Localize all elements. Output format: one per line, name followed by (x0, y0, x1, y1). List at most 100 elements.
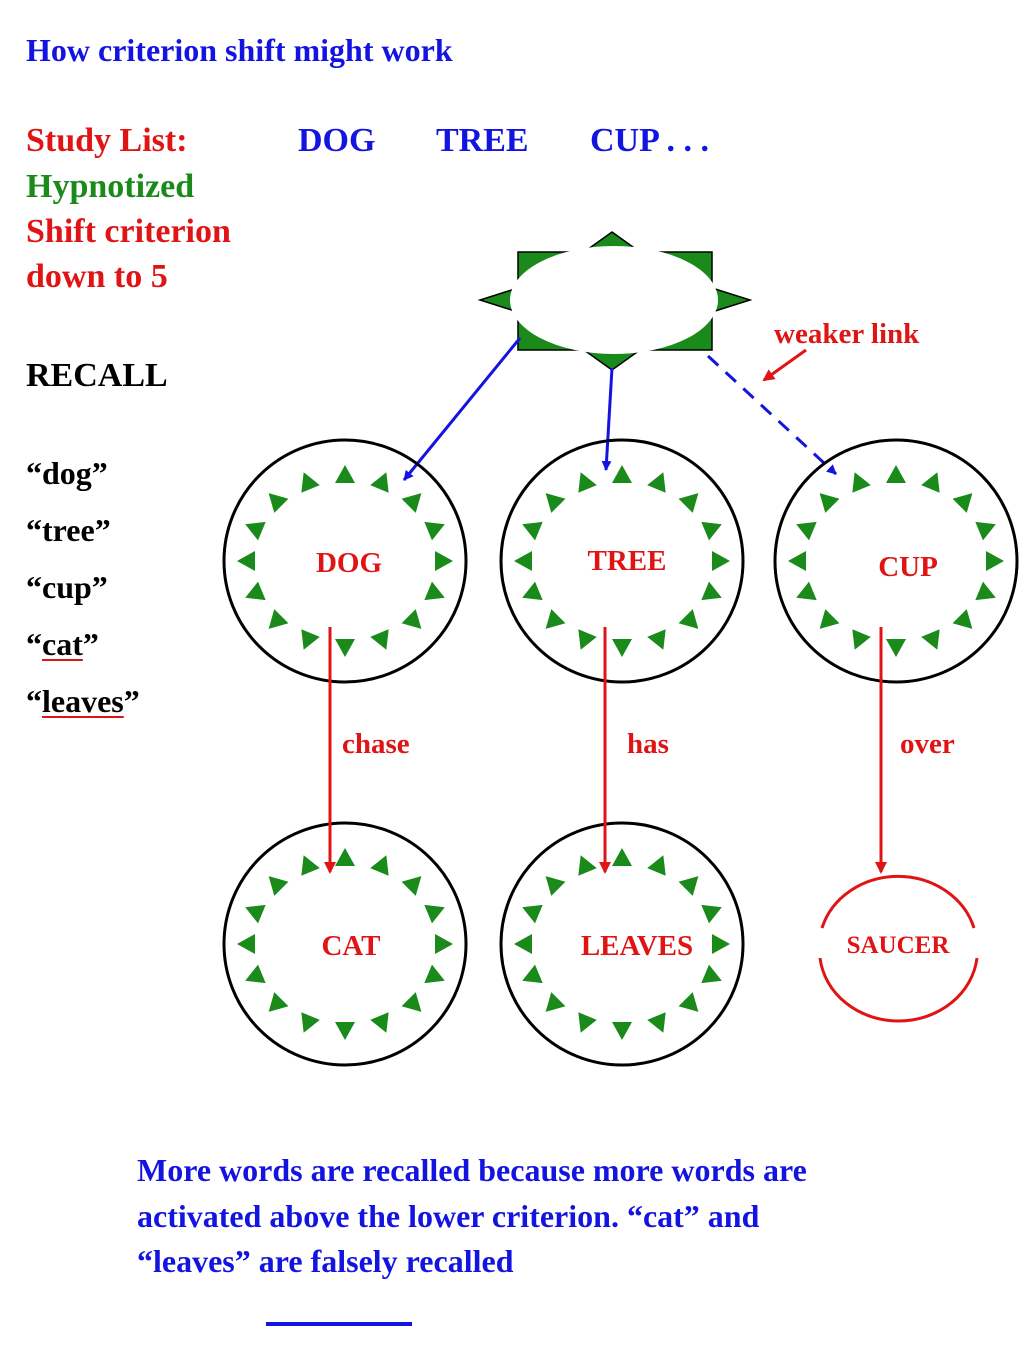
activation-triangle (424, 904, 445, 924)
activation-triangle (424, 521, 445, 541)
node-tree-circle (499, 438, 745, 684)
study-word-cup: CUP . . . (590, 122, 709, 159)
shift-criterion-line1: Shift criterion (26, 213, 231, 250)
recall-item-dog: “dog” (26, 455, 108, 491)
activation-triangle (522, 904, 543, 924)
activation-ring-dog (237, 465, 453, 657)
activation-triangle (975, 581, 996, 601)
activation-triangle (819, 493, 840, 513)
activation-triangle (578, 472, 597, 493)
activation-triangle (268, 876, 289, 896)
node-saucer-circle-arc-1 (820, 874, 976, 929)
activation-triangle (370, 629, 389, 650)
activation-triangle (335, 465, 355, 483)
activation-triangle (952, 493, 973, 513)
arrow-context-to-cup-dashed (706, 354, 838, 476)
activation-triangle (545, 609, 566, 629)
node-cup-label: CUP (878, 551, 938, 583)
activation-triangle (852, 472, 871, 493)
activation-triangle (245, 904, 266, 924)
activation-triangle (401, 992, 422, 1012)
activation-triangle (335, 639, 355, 657)
link-label-chase: chase (342, 728, 410, 760)
activation-triangle (647, 1012, 666, 1033)
activation-triangle (612, 639, 632, 657)
node-dog-label: DOG (316, 547, 382, 579)
activation-triangle (921, 472, 940, 493)
activation-triangle (701, 581, 722, 601)
activation-triangle (237, 551, 255, 571)
activation-triangle (819, 609, 840, 629)
node-leaves-circle (499, 821, 745, 1067)
activation-triangle (975, 521, 996, 541)
activation-triangle (401, 493, 422, 513)
activation-triangle (245, 521, 266, 541)
link-label-over: over (900, 728, 955, 760)
activation-triangle (796, 581, 817, 601)
activation-triangle (578, 629, 597, 650)
activation-triangle (986, 551, 1004, 571)
activation-triangle (370, 855, 389, 876)
activation-triangle (701, 904, 722, 924)
activation-triangle (647, 629, 666, 650)
activation-ring-tree (514, 465, 730, 657)
activation-triangle (237, 934, 255, 954)
activation-ring-cup (788, 465, 1004, 657)
activation-triangle (545, 493, 566, 513)
study-list-label: Study List: (26, 122, 188, 159)
node-dog-circle (222, 438, 468, 684)
activation-ring-cat (237, 848, 453, 1040)
context-node (477, 231, 753, 371)
node-cat-circle (222, 821, 468, 1067)
condition-label: Hypnotized (26, 168, 195, 205)
activation-triangle (578, 855, 597, 876)
conclusion-line-3: “leaves” are falsely recalled (137, 1243, 514, 1279)
activation-triangle (678, 493, 699, 513)
arrow-context-to-tree (601, 367, 614, 471)
page-title: How criterion shift might work (26, 32, 453, 68)
activation-triangle (401, 609, 422, 629)
activation-ring-leaves (514, 848, 730, 1040)
activation-triangle (545, 992, 566, 1012)
activation-triangle (886, 639, 906, 657)
activation-triangle (435, 551, 453, 571)
activation-triangle (435, 934, 453, 954)
activation-triangle (788, 551, 806, 571)
recall-item-leaves: “leaves” (26, 683, 140, 719)
activation-triangle (245, 964, 266, 984)
activation-triangle (522, 521, 543, 541)
node-leaves-label: LEAVES (581, 930, 693, 962)
activation-triangle (852, 629, 871, 650)
conclusion-line-1: More words are recalled because more wor… (137, 1152, 807, 1188)
activation-triangle (335, 848, 355, 866)
activation-triangle (712, 551, 730, 571)
activation-triangle (578, 1012, 597, 1033)
node-saucer-circle-arc-2 (818, 957, 979, 1023)
context-ellipse (510, 246, 718, 354)
activation-triangle (301, 1012, 320, 1033)
activation-triangle (647, 855, 666, 876)
activation-triangle (647, 472, 666, 493)
activation-triangle (370, 1012, 389, 1033)
activation-triangle (424, 964, 445, 984)
activation-triangle (301, 855, 320, 876)
activation-triangle (514, 551, 532, 571)
activation-triangle (268, 992, 289, 1012)
activation-triangle (268, 493, 289, 513)
activation-triangle (886, 465, 906, 483)
activation-triangle (796, 521, 817, 541)
recall-item-cat: “cat” (26, 626, 99, 662)
study-word-tree: TREE (436, 122, 529, 159)
recall-item-tree: “tree” (26, 512, 111, 548)
activation-triangle (424, 581, 445, 601)
activation-triangle (268, 609, 289, 629)
activation-triangle (245, 581, 266, 601)
activation-triangle (522, 581, 543, 601)
activation-triangle (545, 876, 566, 896)
node-tree-label: TREE (588, 545, 667, 577)
activation-triangle (612, 1022, 632, 1040)
activation-triangle (712, 934, 730, 954)
activation-triangle (678, 876, 699, 896)
node-cat-label: CAT (321, 930, 380, 962)
